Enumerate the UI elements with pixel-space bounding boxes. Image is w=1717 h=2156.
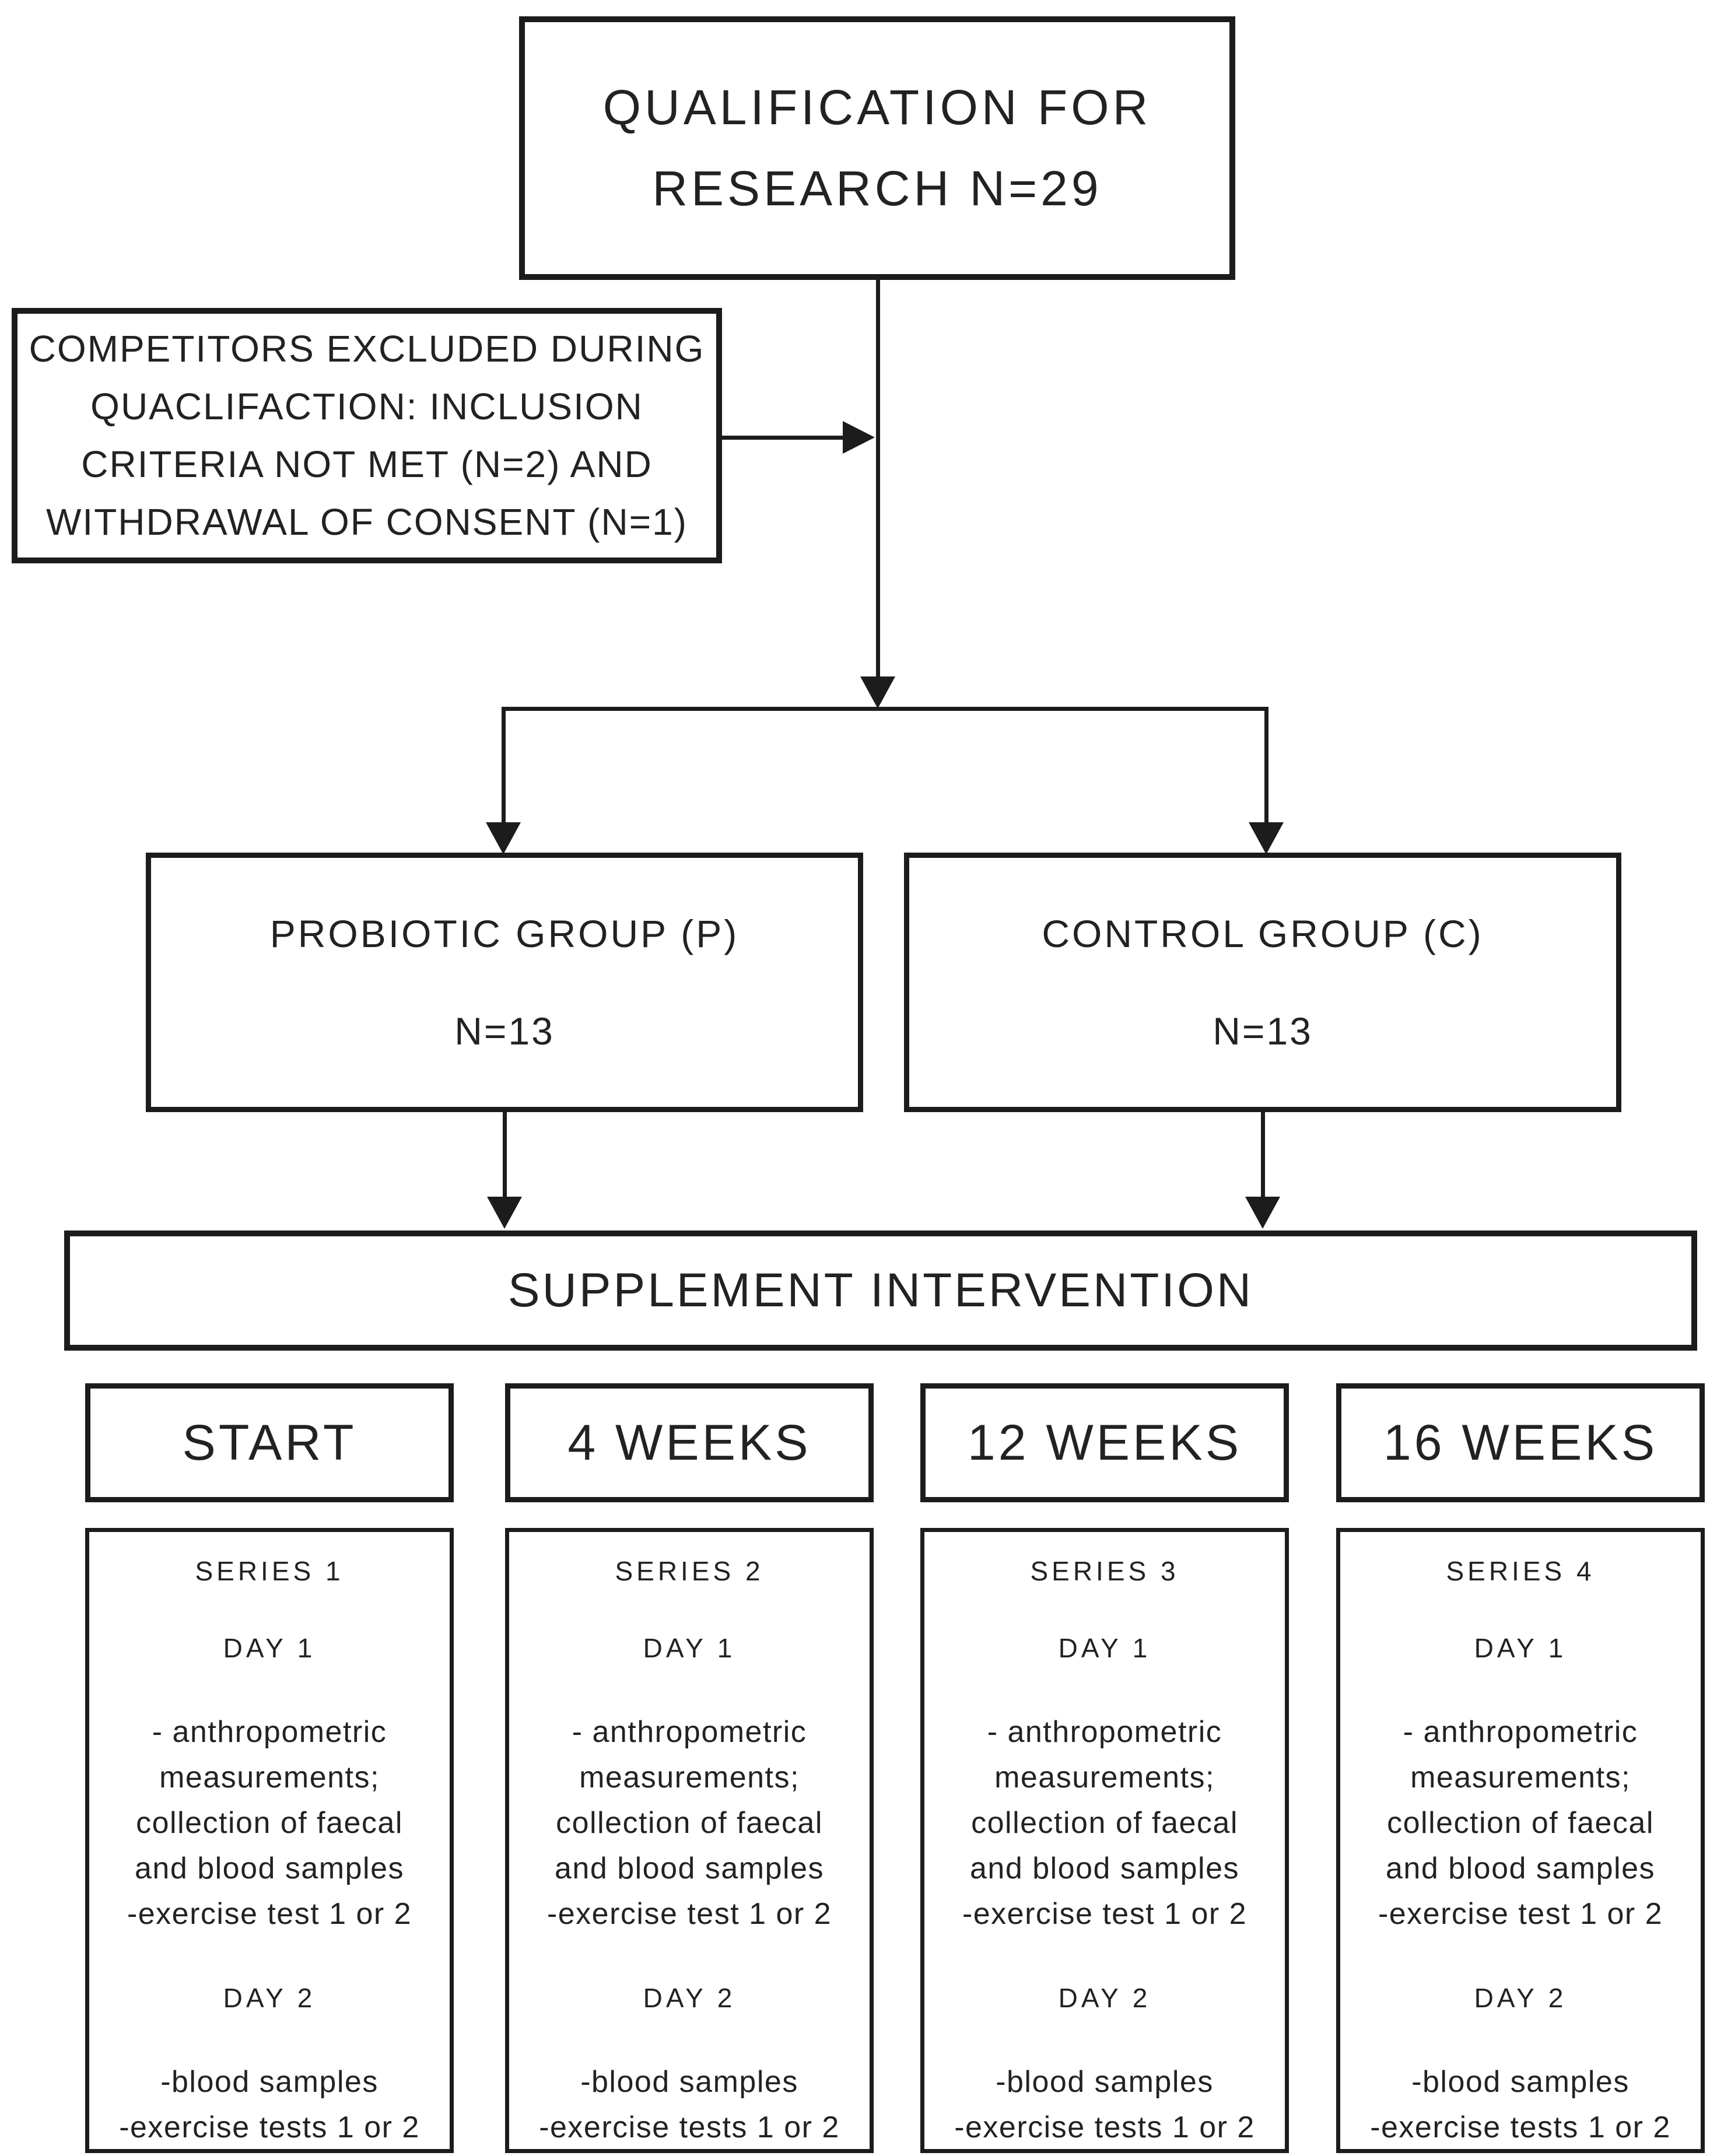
series-1-detail-box: SERIES 1 DAY 1 - anthropometric measurem… <box>85 1528 454 2153</box>
exclusion-text: COMPETITORS EXCLUDED DURING QUACLIFACTIO… <box>29 327 705 544</box>
probiotic-group-title: PROBIOTIC GROUP (P) <box>269 912 740 955</box>
arrowhead-right-exclusion <box>843 421 875 454</box>
timeline-header-label: 4 WEEKS <box>567 1414 811 1471</box>
arrowhead-down-control <box>1249 822 1284 854</box>
control-group-n: N=13 <box>1213 1009 1313 1053</box>
exclusion-box: COMPETITORS EXCLUDED DURING QUACLIFACTIO… <box>12 308 722 563</box>
connector-split-horizontal <box>502 707 1269 711</box>
day-1-activities: - anthropometric measurements; collectio… <box>546 1715 832 1931</box>
day-1-label: DAY 1 <box>1474 1633 1567 1663</box>
series-4-detail-box: SERIES 4 DAY 1 - anthropometric measurem… <box>1336 1528 1705 2153</box>
day-1-activities: - anthropometric measurements; collectio… <box>962 1715 1248 1931</box>
qualification-box: QUALIFICATION FOR RESEARCH N=29 <box>519 16 1235 280</box>
day-1-label: DAY 1 <box>643 1633 736 1663</box>
arrowhead-down-intervention-left <box>487 1197 522 1229</box>
series-2-detail-box: SERIES 2 DAY 1 - anthropometric measurem… <box>505 1528 874 2153</box>
connector-qualification-down <box>876 280 880 682</box>
arrowhead-down-intervention-right <box>1245 1197 1280 1229</box>
day-1-label: DAY 1 <box>223 1633 316 1663</box>
control-group-title: CONTROL GROUP (C) <box>1042 912 1484 955</box>
timeline-header-label: 12 WEEKS <box>967 1414 1242 1471</box>
timeline-header-label: START <box>182 1414 357 1471</box>
qualification-text: QUALIFICATION FOR RESEARCH N=29 <box>602 80 1152 216</box>
day-2-label: DAY 2 <box>1058 1983 1151 2013</box>
day-2-activities: -blood samples -exercise tests 1 or 2 <box>119 2065 420 2144</box>
day-1-activities: - anthropometric measurements; collectio… <box>1378 1715 1663 1931</box>
day-2-activities: -blood samples -exercise tests 1 or 2 <box>539 2065 840 2144</box>
arrowhead-down-probiotic <box>486 822 521 854</box>
series-label: SERIES 3 <box>1030 1556 1179 1586</box>
connector-drop-control <box>1264 707 1269 826</box>
connector-control-down <box>1261 1112 1265 1200</box>
arrowhead-down-split <box>860 676 895 709</box>
day-1-activities: - anthropometric measurements; collectio… <box>127 1715 412 1931</box>
day-2-activities: -blood samples -exercise tests 1 or 2 <box>1370 2065 1671 2144</box>
day-2-label: DAY 2 <box>643 1983 736 2013</box>
supplement-intervention-box: SUPPLEMENT INTERVENTION <box>64 1231 1697 1351</box>
probiotic-group-n: N=13 <box>454 1009 555 1053</box>
probiotic-group-box: PROBIOTIC GROUP (P) N=13 <box>146 853 863 1112</box>
timeline-header-12-weeks: 12 WEEKS <box>920 1383 1289 1502</box>
day-2-label: DAY 2 <box>223 1983 316 2013</box>
connector-exclusion-right <box>717 436 843 440</box>
day-2-activities: -blood samples -exercise tests 1 or 2 <box>954 2065 1255 2144</box>
timeline-header-start: START <box>85 1383 454 1502</box>
supplement-intervention-title: SUPPLEMENT INTERVENTION <box>507 1264 1254 1317</box>
timeline-header-label: 16 WEEKS <box>1383 1414 1658 1471</box>
series-label: SERIES 1 <box>195 1556 344 1586</box>
timeline-header-4-weeks: 4 WEEKS <box>505 1383 874 1502</box>
control-group-box: CONTROL GROUP (C) N=13 <box>904 853 1621 1112</box>
day-1-label: DAY 1 <box>1058 1633 1151 1663</box>
series-3-detail-box: SERIES 3 DAY 1 - anthropometric measurem… <box>920 1528 1289 2153</box>
day-2-label: DAY 2 <box>1474 1983 1567 2013</box>
connector-drop-probiotic <box>502 707 506 826</box>
timeline-header-16-weeks: 16 WEEKS <box>1336 1383 1705 1502</box>
series-label: SERIES 2 <box>615 1556 764 1586</box>
connector-probiotic-down <box>503 1112 507 1200</box>
series-label: SERIES 4 <box>1446 1556 1595 1586</box>
